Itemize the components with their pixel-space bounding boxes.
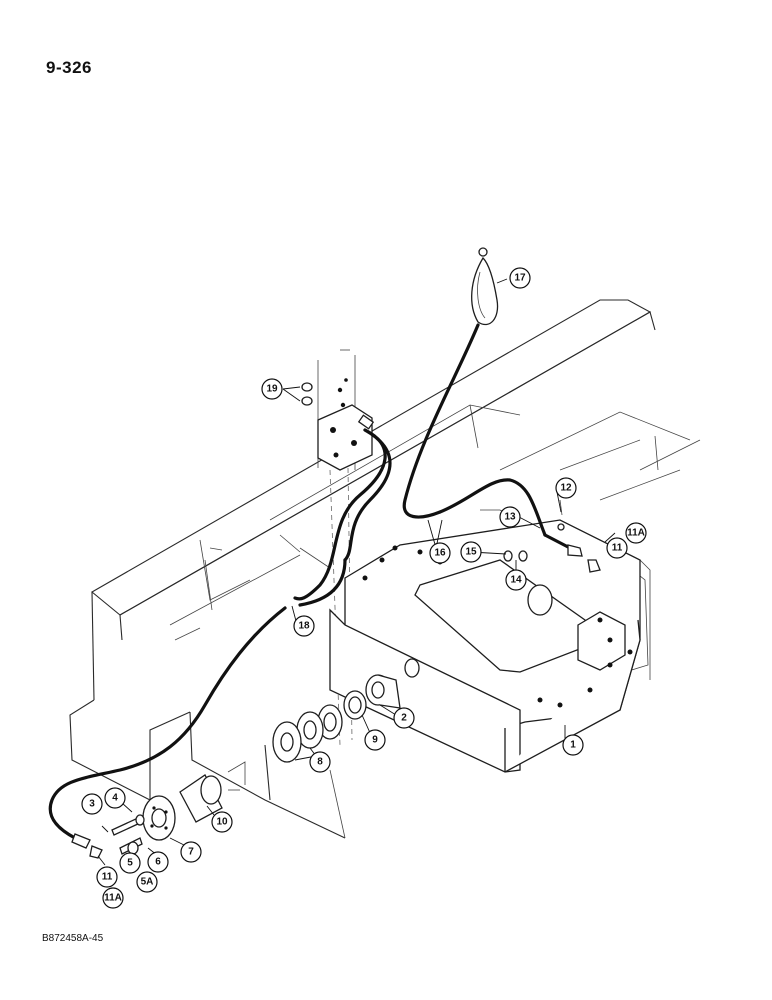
svg-text:11A: 11A [104,893,122,904]
callout-16: 16 [429,542,451,564]
figure-code: B872458A-45 [42,933,104,944]
hose-clip-part-17 [471,247,499,326]
svg-text:17: 17 [514,273,526,284]
svg-text:11: 11 [612,543,623,554]
callout-11a-left: 11A [102,887,124,909]
callout-8: 8 [309,751,331,773]
callout-3: 3 [81,793,103,815]
svg-text:11A: 11A [627,528,645,539]
callout-11-left: 11 [96,866,118,888]
callout-7: 7 [180,841,202,863]
swing-frame-part-1 [329,519,641,773]
callout-13: 13 [499,506,521,528]
callout-15: 15 [460,541,482,563]
svg-text:3: 3 [89,799,95,810]
svg-text:5: 5 [127,858,133,869]
hose-fittings [71,382,601,859]
svg-text:18: 18 [298,621,310,632]
callout-11a-right: 11A [625,522,647,544]
svg-text:6: 6 [155,857,161,868]
page-number: 9-326 [46,58,92,77]
svg-text:2: 2 [401,713,407,724]
callout-11-right: 11 [606,537,628,559]
svg-text:9: 9 [372,735,378,746]
callout-18: 18 [293,615,315,637]
pivot-pin-assembly [111,761,246,855]
callout-9: 9 [364,729,386,751]
svg-text:14: 14 [510,575,522,586]
chassis-frame [69,299,701,839]
callout-2: 2 [393,707,415,729]
svg-text:1: 1 [570,740,576,751]
svg-text:19: 19 [266,384,278,395]
svg-text:16: 16 [434,548,446,559]
callout-1: 1 [562,734,584,756]
callout-19: 19 [261,378,283,400]
callout-10: 10 [211,811,233,833]
svg-text:11: 11 [102,872,113,883]
svg-text:15: 15 [465,547,477,558]
svg-text:8: 8 [317,757,323,768]
grease-hoses [48,323,572,840]
callout-5a: 5A [136,871,158,893]
thrust-washers-part-8 [272,704,343,763]
svg-text:4: 4 [112,793,118,804]
callout-5: 5 [119,852,141,874]
svg-text:7: 7 [188,847,194,858]
svg-text:10: 10 [216,817,228,828]
callout-17: 17 [509,267,531,289]
callout-4: 4 [104,787,126,809]
pivot-bushing-parts [343,674,401,720]
callout-12: 12 [555,477,577,499]
callout-6: 6 [147,851,169,873]
svg-text:5A: 5A [141,877,154,888]
callout-14: 14 [505,569,527,591]
svg-text:12: 12 [560,483,572,494]
svg-text:13: 13 [504,512,516,523]
